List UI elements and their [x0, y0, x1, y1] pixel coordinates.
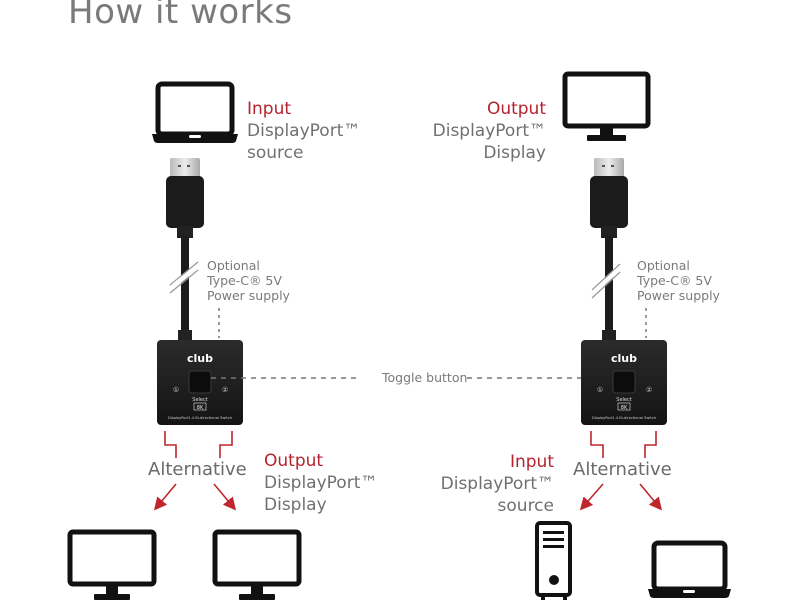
switch-brand-logo: club	[187, 352, 213, 365]
alternative-label: Alternative	[148, 459, 247, 480]
select-label: Select	[616, 397, 631, 403]
input-source-label: Input DisplayPort™ source	[247, 98, 360, 164]
output-display-label: Output DisplayPort™ Display	[420, 98, 546, 164]
port-1-marker: ①	[173, 386, 179, 394]
laptop-icon	[152, 81, 238, 143]
8k-badge: 8K	[197, 405, 204, 411]
page-title: How it works	[68, 0, 293, 32]
cable-break-mark	[591, 263, 621, 299]
select-toggle-button[interactable]	[612, 370, 636, 394]
8k-badge: 8K	[621, 405, 628, 411]
switch-device: club ① ② Select 8K DisplayPort1.4 Bi-dir…	[157, 340, 243, 425]
port-1-marker: ①	[597, 386, 603, 394]
alternative-arrows	[579, 483, 663, 511]
role-label: Input	[247, 99, 292, 119]
switch-model-text: DisplayPort1.4 Bi-directional Switch	[168, 416, 232, 420]
interface-label: DisplayPort™	[432, 121, 546, 141]
monitor-icon	[212, 529, 302, 600]
power-note-line: Optional	[207, 258, 260, 273]
power-note-line: Power supply	[637, 288, 720, 303]
laptop-icon	[648, 540, 731, 598]
role-label: Input	[509, 452, 554, 472]
power-supply-note: Optional Type-C® 5V Power supply	[207, 258, 290, 303]
desktop-tower-icon	[535, 521, 572, 600]
port-2-marker: ②	[646, 386, 652, 394]
port-2-marker: ②	[222, 386, 228, 394]
alternative-arrows	[153, 483, 237, 511]
interface-label: DisplayPort™	[264, 473, 378, 493]
input-source-label: Input DisplayPort™ source	[424, 451, 554, 517]
select-toggle-button[interactable]	[188, 370, 212, 394]
displayport-plug	[166, 158, 204, 346]
power-note-line: Type-C® 5V	[207, 273, 282, 288]
switch-device: club ① ② Select 8K DisplayPort1.4 Bi-dir…	[581, 340, 667, 425]
device-type-label: source	[497, 496, 554, 516]
power-note-line: Type-C® 5V	[637, 273, 712, 288]
displayport-plug	[590, 158, 628, 346]
output-port-lines	[164, 431, 233, 458]
monitor-icon	[67, 529, 157, 600]
device-type-label: Display	[264, 495, 327, 515]
switch-brand-logo: club	[611, 352, 637, 365]
device-type-label: source	[247, 143, 304, 163]
toggle-button-label: Toggle button	[382, 370, 468, 385]
device-type-label: Display	[483, 143, 546, 163]
alternative-label: Alternative	[573, 459, 672, 480]
power-supply-note: Optional Type-C® 5V Power supply	[637, 258, 720, 303]
role-label: Output	[486, 99, 546, 119]
input-port-lines	[590, 431, 657, 458]
interface-label: DisplayPort™	[440, 474, 554, 494]
output-display-label: Output DisplayPort™ Display	[264, 450, 377, 516]
cable-break-mark	[169, 261, 199, 294]
power-note-line: Optional	[637, 258, 690, 273]
interface-label: DisplayPort™	[247, 121, 361, 141]
switch-model-text: DisplayPort1.4 Bi-directional Switch	[592, 416, 656, 420]
power-note-line: Power supply	[207, 288, 290, 303]
select-label: Select	[192, 397, 207, 403]
role-label: Output	[264, 451, 324, 471]
monitor-icon	[562, 71, 651, 141]
